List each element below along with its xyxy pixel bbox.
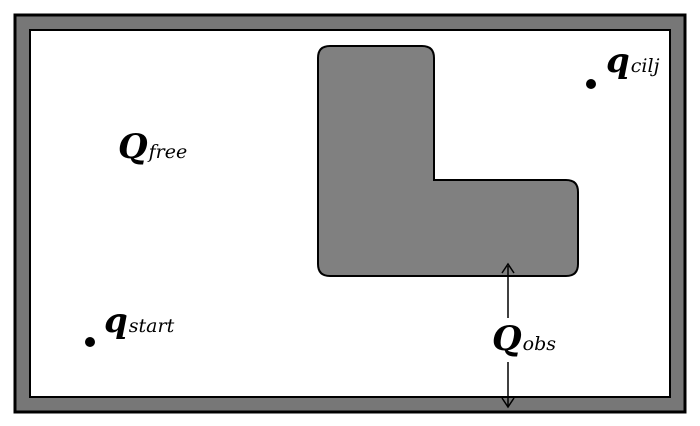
q-start-main: q [104,301,128,341]
q-start-label: qstart [104,304,174,338]
q-start-subscript: start [128,315,175,337]
obstacle-subscript: obs [522,333,556,355]
free-space-label: Qfree [118,130,187,164]
obstacle-arrowhead-up [501,262,515,274]
obstacle-arrowhead-down [501,397,515,409]
q-goal-subscript: cilj [630,55,660,77]
start-point [85,337,95,347]
obstacle-shape [317,45,579,277]
q-goal-main: q [606,41,630,81]
goal-point [586,79,596,89]
q-goal-label: qcilj [606,44,659,78]
obstacle-main: Q [492,319,522,359]
free-space-main: Q [118,127,148,167]
free-space-subscript: free [148,141,188,163]
obstacle-label: Qobs [492,322,556,356]
